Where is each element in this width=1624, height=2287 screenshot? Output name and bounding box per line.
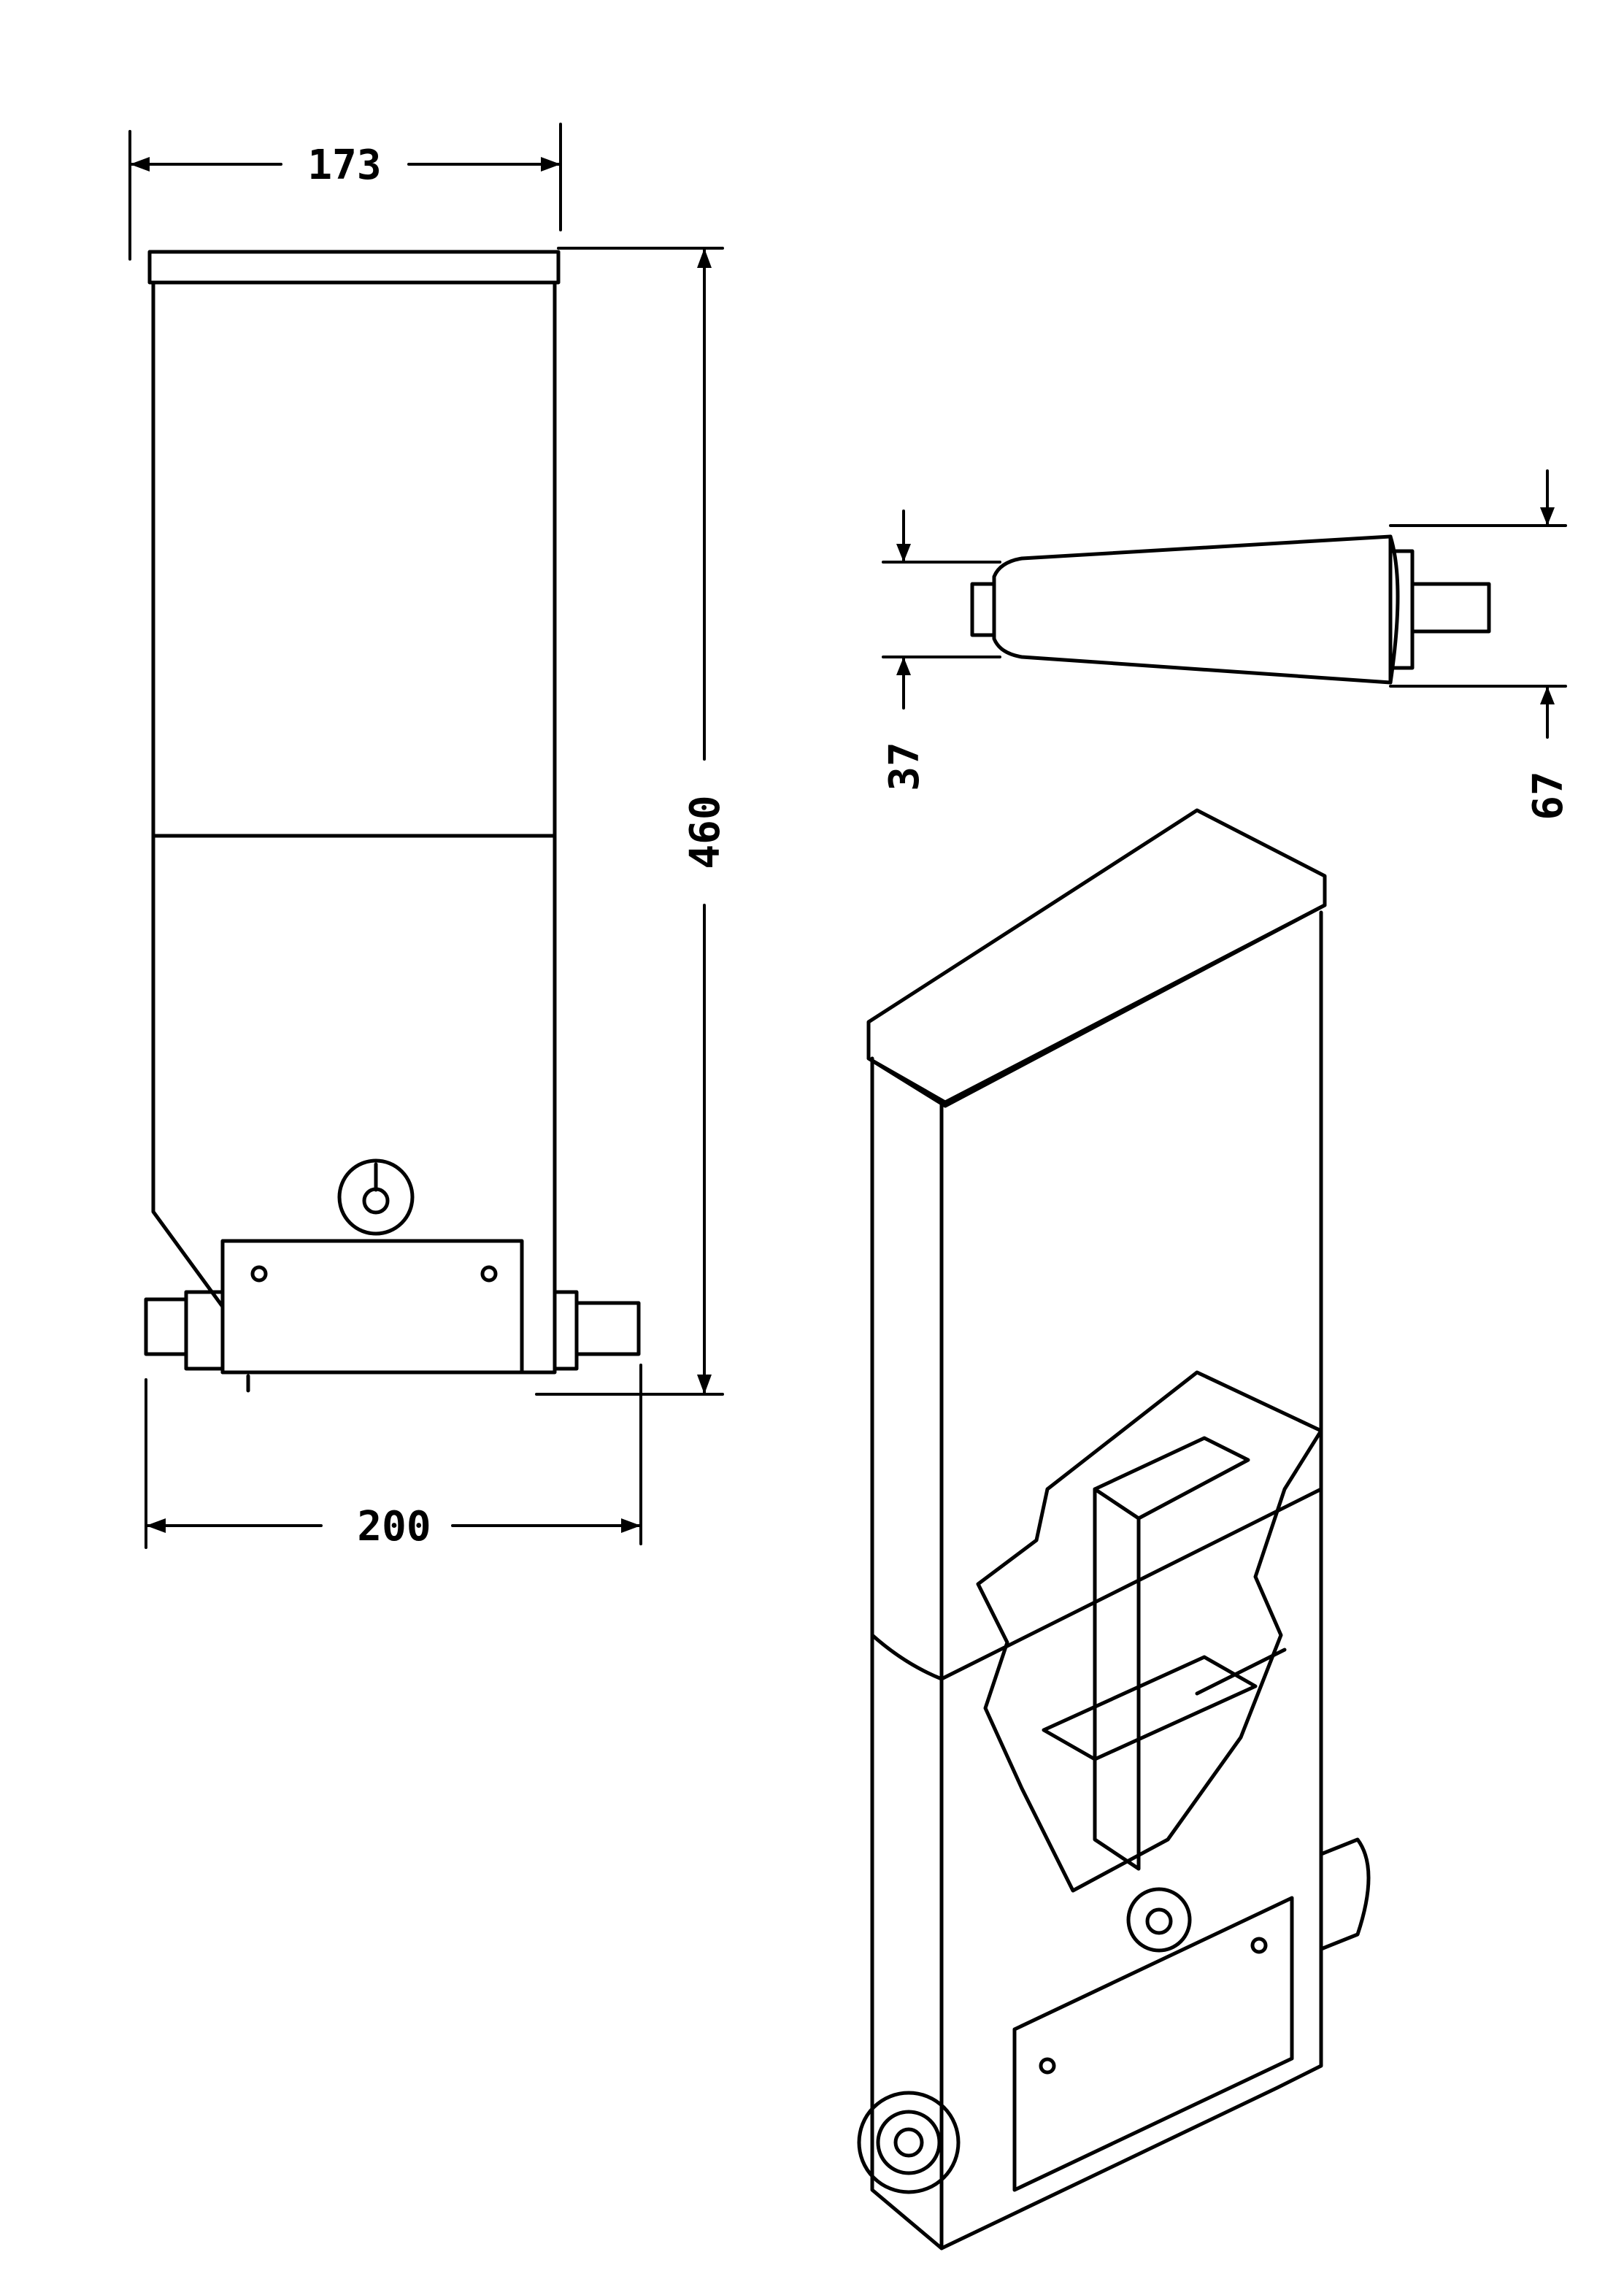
iso-lid: [866, 808, 1327, 1108]
roller-shaft-left: [970, 582, 996, 637]
front-shaft-left: [144, 1297, 188, 1356]
front-hub-left: [184, 1290, 225, 1371]
front-body-outline: [151, 280, 557, 1375]
iso-side-shaft: [1319, 1837, 1371, 1951]
iso-front-face: [939, 910, 1323, 2251]
iso-plate: [1012, 1896, 1294, 2192]
iso-partition: [1093, 1487, 1141, 1871]
iso-bottom-knob-icon: [857, 2091, 961, 2194]
front-knob-icon: [337, 1158, 415, 1236]
roller-body: [992, 534, 1400, 685]
iso-section-band: [870, 1487, 1323, 1681]
front-plate-screw-left: [250, 1265, 268, 1283]
front-plate: [220, 1239, 524, 1375]
dim-label-173: 173: [307, 142, 381, 189]
iso-side-face: [870, 1056, 944, 2251]
roller-shaft-right: [1410, 582, 1491, 634]
dim-label-37: 37: [881, 742, 928, 791]
front-plate-screw-right: [480, 1265, 498, 1283]
dimension-460: 460: [535, 247, 729, 1396]
front-shaft-right: [574, 1301, 641, 1356]
dim-label-200: 200: [357, 1503, 431, 1550]
dim-label-67: 67: [1525, 771, 1572, 820]
front-view: [144, 250, 641, 1393]
front-top-cap: [147, 250, 561, 285]
roller-view: [970, 534, 1491, 685]
dim-label-460: 460: [682, 795, 729, 869]
dimension-37: 37: [881, 510, 1001, 791]
iso-crossbar: [1042, 1655, 1258, 1761]
isometric-view: [857, 808, 1371, 2251]
iso-knob-icon: [1126, 1887, 1192, 1953]
front-hub-right: [553, 1290, 579, 1371]
dimension-67: 67: [1389, 469, 1572, 820]
iso-cutaway: [976, 1370, 1323, 1893]
dimension-200: 200: [145, 1364, 642, 1550]
dimension-173: 173: [128, 123, 562, 261]
